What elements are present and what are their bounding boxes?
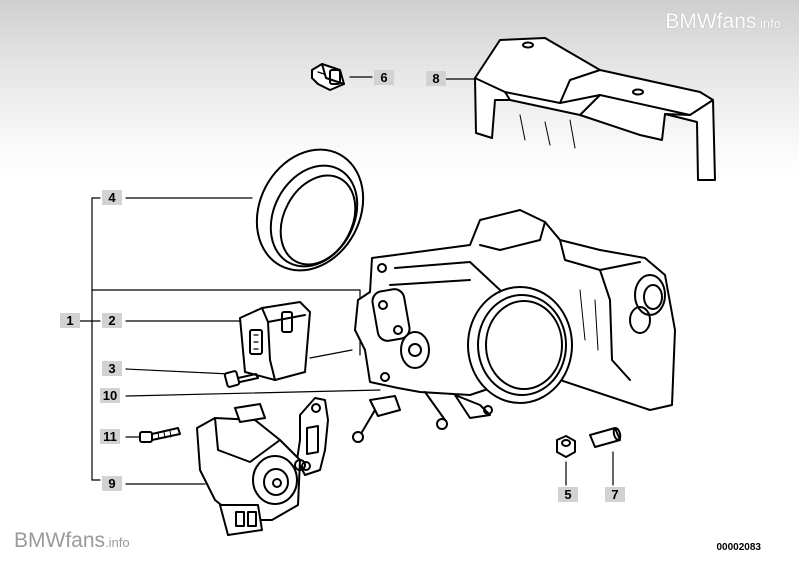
part-7-pin: [589, 427, 622, 448]
callout-3: 3: [102, 361, 122, 376]
callout-9: 9: [102, 476, 122, 491]
part-3-bolt: [223, 370, 259, 388]
part-9-actuator: [196, 403, 306, 536]
callout-6: 6: [374, 70, 394, 85]
part-8-cover: [474, 37, 716, 181]
watermark-top: BMWfans.info: [665, 10, 781, 33]
callout-8: 8: [426, 71, 446, 86]
part-4-seal-ring: [255, 148, 365, 272]
part-6-clip: [311, 63, 345, 91]
part-5-nut: [556, 435, 576, 458]
watermark-bottom: BMWfans.info: [14, 529, 130, 552]
callout-5: 5: [558, 487, 578, 502]
part-2-connector: [239, 301, 311, 381]
callout-11: 11: [100, 429, 120, 444]
diagram-id: 00002083: [716, 542, 762, 553]
callout-2: 2: [102, 313, 122, 328]
callout-4: 4: [102, 190, 122, 205]
callout-10: 10: [100, 388, 120, 403]
leader-lines: [77, 76, 614, 486]
part-11-screw: [139, 427, 181, 443]
throttle-body-housing: [352, 209, 676, 443]
gasket: [296, 397, 329, 476]
callout-7: 7: [605, 487, 625, 502]
callout-1: 1: [60, 313, 80, 328]
